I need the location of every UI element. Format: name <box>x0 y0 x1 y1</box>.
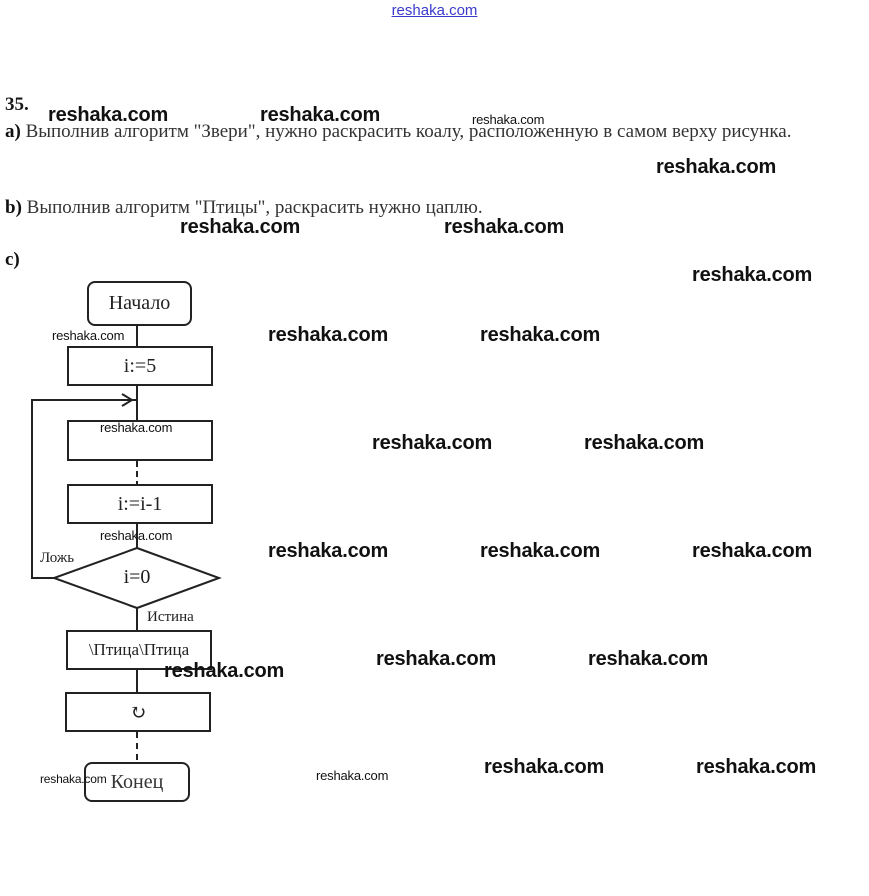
part-b-text: Выполнив алгоритм "Птицы", раскрасить ну… <box>26 197 483 218</box>
flowchart-end: Конец <box>84 762 190 802</box>
watermark: reshaka.com <box>376 648 497 670</box>
watermark: reshaka.com <box>588 648 709 670</box>
flowchart-action: \Птица\Птица <box>66 630 212 670</box>
task-part-b: b) Выполнив алгоритм "Птицы", раскрасить… <box>5 194 865 222</box>
watermark: reshaka.com <box>268 540 389 562</box>
connector-false-loop <box>31 399 137 579</box>
watermark: reshaka.com <box>268 324 389 346</box>
start-label: Начало <box>108 292 171 314</box>
rotate-icon: ↻ <box>129 701 147 724</box>
action-label: \Птица\Птица <box>88 640 190 659</box>
flowchart-loop-body <box>67 420 213 461</box>
watermark: reshaka.com <box>316 768 389 783</box>
watermark: reshaka.com <box>260 104 381 126</box>
flowchart-decrement: i:=i-1 <box>67 484 213 524</box>
decrement-label: i:=i-1 <box>117 492 163 515</box>
watermark: reshaka.com <box>584 432 705 454</box>
flowchart-start: Начало <box>87 281 192 326</box>
site-header-link[interactable]: reshaka.com <box>391 2 478 19</box>
part-b-marker: b) <box>5 197 22 218</box>
watermark: reshaka.com <box>696 756 817 778</box>
watermark: reshaka.com <box>480 324 601 346</box>
watermark: reshaka.com <box>444 216 565 238</box>
watermark: reshaka.com <box>40 772 107 786</box>
watermark: reshaka.com <box>100 528 173 543</box>
part-a-marker: a) <box>5 121 21 142</box>
watermark: reshaka.com <box>164 660 285 682</box>
part-a-text: Выполнив алгоритм "Звери", нужно раскрас… <box>25 121 792 142</box>
init-label: i:=5 <box>123 354 157 377</box>
watermark: reshaka.com <box>48 104 169 126</box>
task-part-c: c) <box>5 246 865 274</box>
watermark: reshaka.com <box>484 756 605 778</box>
watermark: reshaka.com <box>100 420 173 435</box>
watermark: reshaka.com <box>372 432 493 454</box>
watermark: reshaka.com <box>472 112 545 127</box>
watermark: reshaka.com <box>656 156 777 178</box>
loop-arrowhead <box>121 393 134 407</box>
condition-label: i=0 <box>123 566 151 588</box>
watermark: reshaka.com <box>692 264 813 286</box>
end-label: Конец <box>110 770 164 793</box>
watermark: reshaka.com <box>480 540 601 562</box>
task-part-a: a) Выполнив алгоритм "Звери", нужно раск… <box>5 118 865 146</box>
watermark: reshaka.com <box>52 328 125 343</box>
branch-false-label: Ложь <box>40 550 75 566</box>
condition-diamond <box>51 546 222 610</box>
flowchart-action-2: ↻ <box>65 692 211 732</box>
watermark: reshaka.com <box>180 216 301 238</box>
flowchart-init: i:=5 <box>67 346 213 386</box>
part-c-marker: c) <box>5 249 20 270</box>
task-number: 35. <box>5 94 29 115</box>
branch-true-label: Истина <box>147 609 194 625</box>
watermark: reshaka.com <box>692 540 813 562</box>
